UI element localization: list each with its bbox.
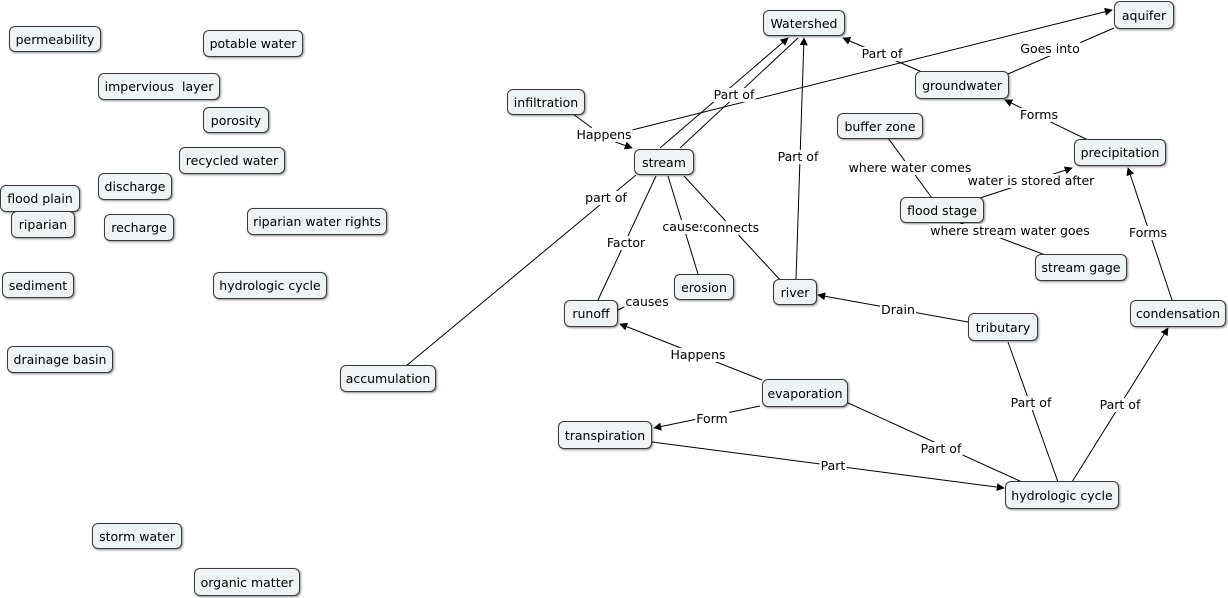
link-causes-erosion[interactable]: causes [661,219,707,234]
link-part-of-tributary[interactable]: Part of [1009,395,1053,410]
edge-happens-aquifer [631,7,1113,131]
concept-accumulation[interactable]: accumulation [340,365,436,392]
concept-watershed[interactable]: Watershed [763,10,845,36]
concept-recharge[interactable]: recharge [104,214,174,241]
link-happens-runoff[interactable]: Happens [669,347,727,362]
concept-condensation[interactable]: condensation [1130,300,1226,327]
concept-hydrologic-cycle[interactable]: hydrologic cycle [1005,481,1119,509]
link-part-of-accumulation[interactable]: part of [584,190,628,205]
edge-infiltration-happens [572,113,593,129]
link-connects[interactable]: connects [701,220,761,235]
link-part-of-condensation[interactable]: Part of [1098,397,1142,412]
concept-potable-water[interactable]: potable water [203,30,303,57]
concept-aquifer[interactable]: aquifer [1114,1,1174,29]
concept-buffer-zone[interactable]: buffer zone [837,113,923,139]
concept-permeability[interactable]: permeability [9,26,101,52]
concept-riparian[interactable]: riparian [11,211,75,238]
concept-flood-stage[interactable]: flood stage [900,197,984,223]
link-goes-into[interactable]: Goes into [1019,41,1081,56]
link-forms-precipitation[interactable]: Forms [1018,107,1060,122]
link-where-water-comes[interactable]: where water comes [847,160,973,175]
link-part-of-groundwater-watershed[interactable]: Part of [860,46,904,61]
concept-tributary[interactable]: tributary [968,313,1038,341]
concept-discharge[interactable]: discharge [98,173,172,200]
link-drain[interactable]: Drain [880,302,916,317]
concept-hydrologic-cycle-left[interactable]: hydrologic cycle [213,272,327,299]
concept-storm-water[interactable]: storm water [92,523,182,549]
concept-river[interactable]: river [773,279,817,305]
concept-stream[interactable]: stream [634,149,694,175]
edge-stream-accumulation [405,174,637,367]
concept-porosity[interactable]: porosity [203,107,269,133]
link-water-is-stored-after[interactable]: water is stored after [966,173,1096,188]
link-part-of-river-watershed[interactable]: Part of [776,149,820,164]
concept-runoff[interactable]: runoff [564,300,618,327]
concept-stream-gage[interactable]: stream gage [1035,254,1127,281]
concept-erosion[interactable]: erosion [674,274,734,300]
concept-precipitation[interactable]: precipitation [1074,139,1166,166]
concept-flood-plain[interactable]: flood plain [0,185,80,212]
link-form[interactable]: Form [695,411,729,426]
link-part[interactable]: Part [819,458,847,473]
edge-tributary-hydrologic [1007,341,1059,483]
link-where-stream-water-goes[interactable]: where stream water goes [929,223,1091,238]
concept-recycled-water[interactable]: recycled water [179,147,285,174]
concept-infiltration[interactable]: infiltration [507,89,585,115]
link-part-of-evaporation[interactable]: Part of [919,441,963,456]
link-forms-condensation[interactable]: Forms [1127,225,1169,240]
concept-impervious-layer[interactable]: impervious layer [98,73,220,100]
concept-drainage-basin[interactable]: drainage basin [7,346,113,373]
concept-groundwater[interactable]: groundwater [915,71,1009,99]
concept-riparian-water-rights[interactable]: riparian water rights [247,208,387,235]
link-happens-infiltration[interactable]: Happens [575,127,633,142]
concept-sediment[interactable]: sediment [2,272,74,298]
link-part-of-stream-watershed[interactable]: Part of [712,87,756,102]
concept-transpiration[interactable]: transpiration [558,421,652,449]
concept-organic-matter[interactable]: organic matter [194,568,300,596]
link-causes-runoff[interactable]: causes [624,294,670,309]
link-factor[interactable]: Factor [605,235,647,250]
concept-evaporation[interactable]: evaporation [762,379,848,407]
